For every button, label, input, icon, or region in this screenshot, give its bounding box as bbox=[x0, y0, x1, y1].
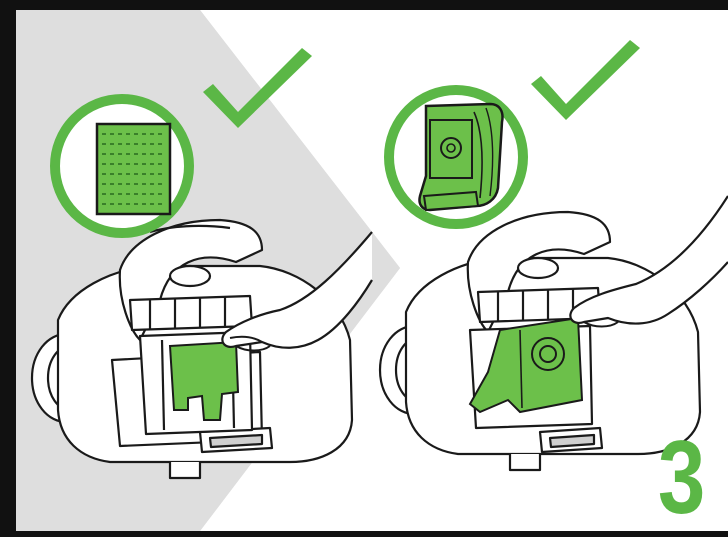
dust-bag-icon bbox=[419, 104, 502, 210]
dust-filter-icon bbox=[97, 124, 170, 214]
item-callout-left bbox=[55, 99, 189, 233]
step-number: 3 bbox=[648, 428, 714, 528]
item-callout-right bbox=[389, 90, 523, 224]
